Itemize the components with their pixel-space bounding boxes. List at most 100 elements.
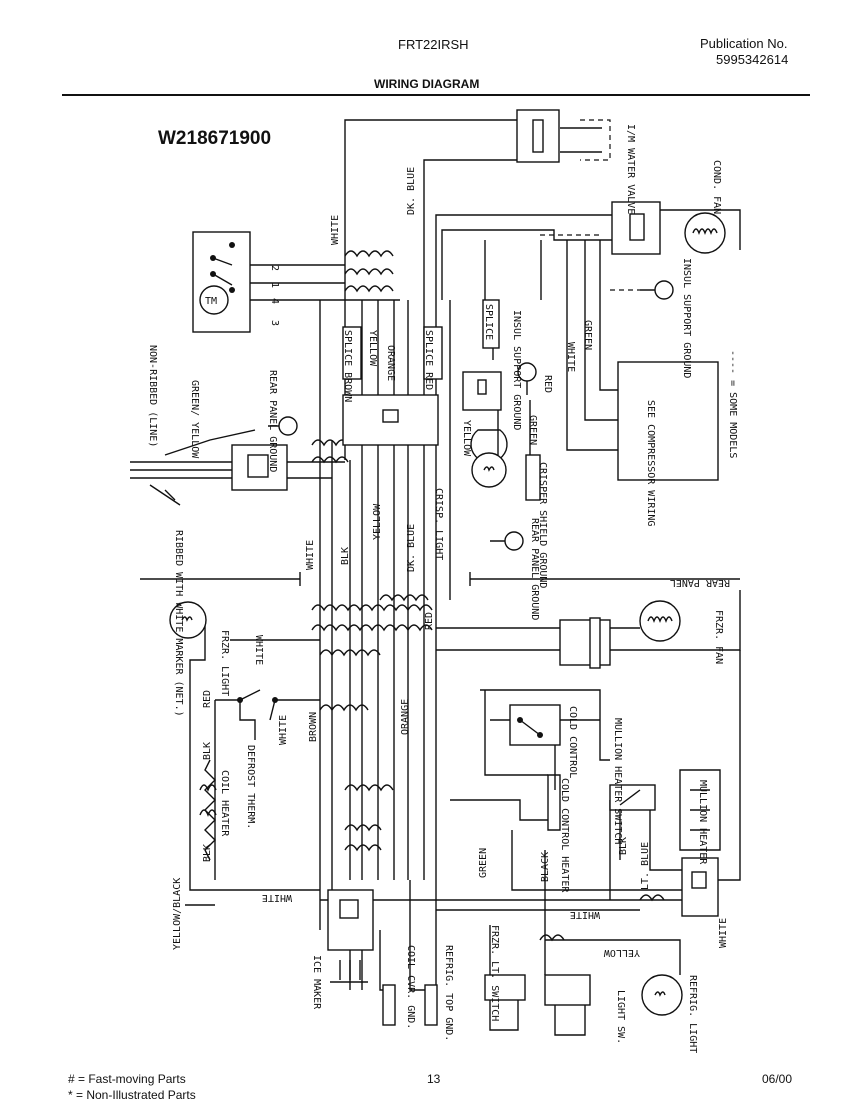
- splice-3: [482, 299, 500, 349]
- label-black-bottom: BLACK: [540, 852, 551, 882]
- label-red-right: RED: [542, 375, 553, 393]
- label-mullion-heater: MULLION HEATER: [697, 780, 708, 865]
- label-ribbed-marker: RIBBED WITH WHITE MARKER (NET.): [173, 530, 184, 717]
- label-insul-support-ground-1: INSUL SUPPORT GROUND: [681, 258, 692, 378]
- label-crisper-shield-ground: CRISPER SHIELD GROUND: [537, 462, 548, 588]
- timer-motor: [199, 285, 229, 315]
- ice-maker-connector: [327, 889, 374, 951]
- label-rear-panel-ground-2: REAR PANEL GROUND: [529, 518, 540, 620]
- page-title: WIRING DIAGRAM: [374, 77, 480, 91]
- defrost-therm-switch: [239, 699, 276, 740]
- label-coil-cvr-gnd: COIL CVR. GND.: [405, 945, 416, 1029]
- label-orange-1: ORANGE: [385, 345, 396, 381]
- label-white-top: WHITE: [330, 215, 341, 245]
- label-brown-defrost: BROWN: [308, 712, 319, 742]
- label-some-models: ---- = SOME MODELS: [727, 350, 738, 458]
- publication-number: 5995342614: [716, 52, 789, 67]
- timer-pin-3: 3: [269, 320, 280, 326]
- label-dk-blue-top: DK. BLUE: [406, 167, 417, 215]
- refrig-top-gnd-terminal: [424, 984, 438, 1026]
- label-white-mid: WHITE: [565, 342, 576, 372]
- frzr-lt-switch: [484, 974, 526, 1001]
- label-see-compressor-wiring: SEE COMPRESSOR WIRING: [645, 400, 656, 526]
- coil-cvr-gnd-terminal: [382, 984, 396, 1026]
- label-red-mid: RED: [424, 612, 435, 630]
- mullion-heater: [679, 769, 721, 851]
- label-white-left: WHITE: [305, 540, 316, 570]
- cold-control: [509, 704, 561, 746]
- label-yellow-crisp: YELLOW: [461, 420, 472, 457]
- label-dk-blue-2: DK. BLUE: [406, 524, 417, 572]
- diagram-id: W218671900: [158, 128, 272, 149]
- compressor-box: [617, 361, 719, 481]
- label-white-bottom-left: WHITE: [262, 892, 292, 903]
- model-number: FRT22IRSH: [398, 37, 469, 52]
- label-crisp-light: CRISP. LIGHT: [433, 488, 444, 560]
- label-frzr-fan: FRZR. FAN: [713, 610, 724, 664]
- label-white-bottom-mid: WHITE: [570, 909, 600, 920]
- label-refrig-light: REFRIG. LIGHT: [687, 975, 698, 1053]
- dashed-water-valve: [580, 119, 611, 161]
- label-im-water-valve: I/M WATER VALVE: [625, 124, 636, 214]
- label-white-bottom-right: WHITE: [718, 918, 729, 948]
- splice-left: [342, 326, 362, 380]
- ground-rear-panel-2: [504, 531, 524, 551]
- label-white-defrost: WHITE: [278, 715, 289, 745]
- label-lt-blue: LT. BLUE: [640, 842, 651, 890]
- label-blk-3: BLK: [202, 844, 213, 862]
- label-yellow-1: YELLOW: [367, 330, 378, 367]
- label-splice-brown: SPLICE BROWN: [342, 330, 353, 402]
- label-yellow-bottom: YELLOW: [603, 947, 640, 958]
- ground-insul-1: [654, 280, 674, 300]
- crisper-shield-ground: [525, 454, 541, 501]
- labels: WHITE DK. BLUE I/M WATER VALVE COND. FAN…: [147, 124, 738, 1053]
- frzr-light-bulb: [169, 601, 207, 639]
- label-frzr-light: FRZR. LIGHT: [219, 630, 230, 696]
- label-refrig-top-gnd: REFRIG. TOP GND.: [443, 945, 454, 1041]
- legend-fast-moving: # = Fast-moving Parts: [68, 1072, 186, 1086]
- cold-control-heater: [547, 774, 561, 831]
- label-blk-2: BLK: [202, 742, 213, 760]
- label-insul-support-ground-2: INSUL SUPPORT GROUND: [511, 310, 522, 430]
- label-cold-control-heater: COLD CONTROL HEATER: [559, 778, 570, 893]
- coil-loops: [199, 250, 665, 942]
- timer-label: TM: [205, 296, 217, 307]
- label-coil-heater: COIL HEATER: [219, 770, 230, 837]
- refrig-light-bulb: [641, 974, 683, 1016]
- label-rear-panel-ground-1: REAR PANEL GROUND: [267, 370, 278, 472]
- page-number: 13: [427, 1072, 441, 1086]
- label-mullion-heater-switch: MULLION HEATER SWITCH: [612, 718, 623, 844]
- label-orange-2: ORANGE: [400, 699, 411, 735]
- label-yellow-black: YELLOW/BLACK: [172, 878, 183, 950]
- label-splice-3: SPLICE: [483, 304, 494, 340]
- label-ice-maker: ICE MAKER: [311, 955, 322, 1010]
- mullion-heater-switch: [609, 784, 656, 811]
- label-green-crisp: GREEN: [527, 415, 538, 445]
- timer-pin-4: 4: [269, 298, 280, 304]
- label-cold-control: COLD CONTROL: [567, 706, 578, 778]
- light-switch: [544, 974, 591, 1006]
- legend-non-illustrated: * = Non-Illustrated Parts: [68, 1088, 196, 1100]
- frzr-fan-connector: [559, 619, 611, 666]
- label-defrost-therm: DEFROST THERM.: [245, 745, 256, 829]
- label-red-defrost: RED: [202, 690, 213, 708]
- coil-heater-element: [204, 759, 216, 861]
- timer-box: [192, 231, 251, 333]
- label-blk-1: BLK: [340, 547, 351, 565]
- label-green-mid: GREEN: [582, 320, 593, 350]
- label-frzr-lt-switch: FRZR. LT. SWITCH: [489, 925, 500, 1021]
- wires: [130, 119, 741, 991]
- label-rear-panel: REAR PANEL: [670, 577, 730, 588]
- timer-pin-2: 2: [269, 265, 280, 271]
- label-green-yellow: GREEN/ YELLOW: [189, 380, 200, 459]
- label-blk-4: BLK: [618, 837, 629, 855]
- label-cond-fan: COND. FAN: [711, 160, 722, 214]
- header-rule: [62, 94, 810, 96]
- ground-rear-panel-1: [278, 416, 298, 436]
- timer-pin-1: 1: [269, 282, 280, 288]
- label-non-ribbed: NON-RIBBED (LINE): [147, 345, 158, 447]
- publication-label: Publication No.: [700, 36, 788, 51]
- splice-right: [423, 326, 443, 380]
- label-splice-red: SPLICE RED: [423, 330, 434, 390]
